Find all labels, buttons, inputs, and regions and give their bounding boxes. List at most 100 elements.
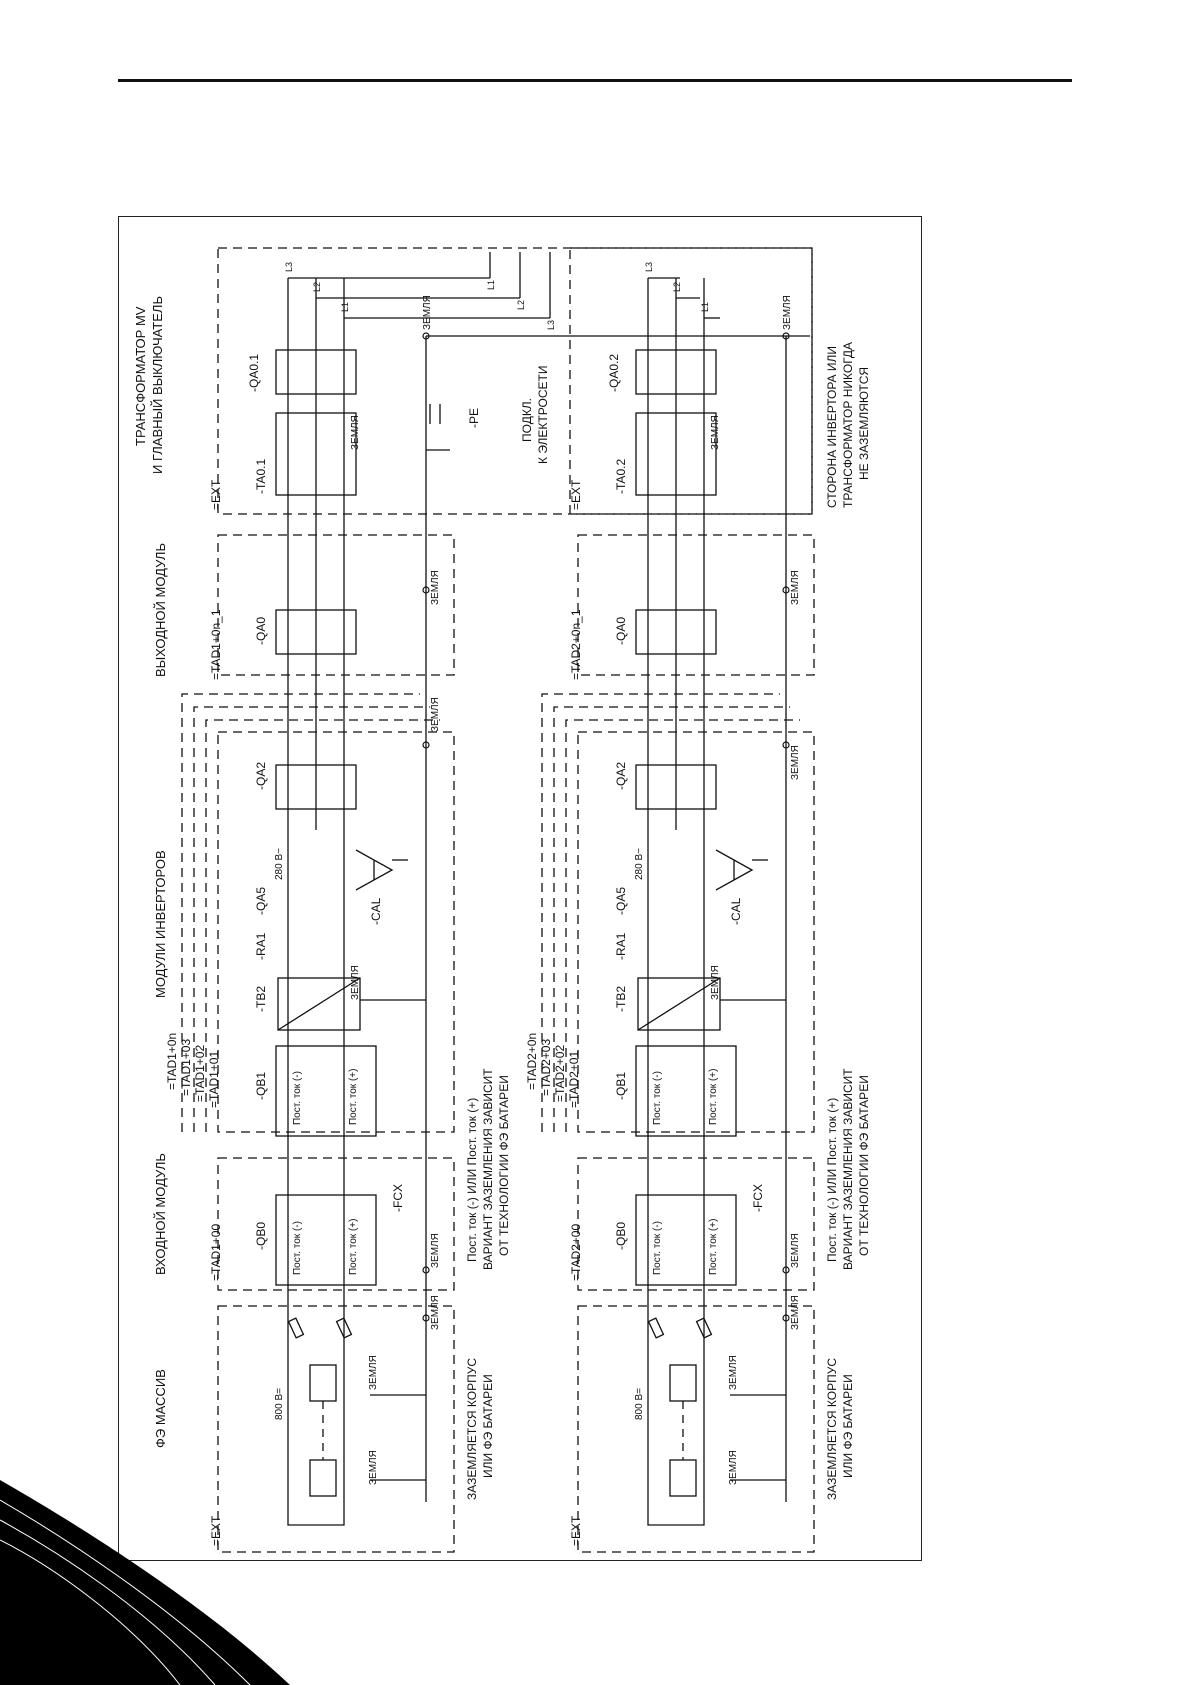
output-breaker-symbol [275, 609, 357, 655]
section-title-transformer-line1: ТРАНСФОРМАТОР MV [133, 306, 148, 446]
grid-phase-label: L1 [486, 280, 496, 290]
ground-label: ЗЕМЛЯ [782, 295, 793, 330]
v800-label: 800 В= [634, 1388, 645, 1420]
qb0-switch-box [275, 1194, 377, 1286]
ground-label: ЗЕМЛЯ [728, 1355, 739, 1390]
dc-minus-label: Пост. ток (-) [652, 1071, 663, 1125]
transformer-tag: -TA0.2 [614, 459, 628, 494]
dc-minus-label: Пост. ток (-) [652, 1221, 663, 1275]
inverter-tag: =TAD2+02 [553, 1045, 567, 1102]
grid-phase-label: L3 [546, 320, 556, 330]
ground-label: ЗЕМЛЯ [790, 745, 801, 780]
qa2-label: -QA2 [614, 762, 628, 790]
group-2-designators: -QB0 -QB1 -TB2 -RA1 -QA5 -QA2 -QA0 -CAL … [614, 617, 765, 1250]
inverter-tag: =TAD1+02 [193, 1045, 207, 1102]
ext-transformer-tag: =EXT [569, 479, 583, 510]
fcx-label: -FCX [391, 1184, 405, 1212]
ground-label: ЗЕМЛЯ [350, 415, 361, 450]
cal-label: -CAL [729, 897, 743, 925]
group-2-boxes [541, 247, 815, 1553]
qa0-label: -QA0 [614, 617, 628, 645]
phase-label: L3 [284, 262, 294, 272]
section-title-inverter-modules: МОДУЛИ ИНВЕРТОРОВ [153, 850, 168, 998]
ext-tag: =EXT [569, 1515, 583, 1546]
pv-panel-1 [309, 1364, 337, 1402]
dc-plus-label: Пост. ток (+) [348, 1069, 359, 1125]
cal-label: -CAL [369, 897, 383, 925]
group-2-tags: =EXT =TAD2+00 =TAD2+0n =TAD2+03 =TAD2+02… [525, 354, 628, 1546]
main-breaker-symbol [275, 349, 357, 395]
dc-minus-label: Пост. ток (-) [292, 1221, 303, 1275]
notes: ЗАЗЕМЛЯЕТСЯ КОРПУС ИЛИ ФЭ БАТАРЕИ ЗАЗЕМЛ… [465, 342, 871, 1500]
transformer-symbol [275, 412, 357, 496]
qa0-label: -QA0 [254, 617, 268, 645]
ground-label: ЗЕМЛЯ [710, 965, 721, 1000]
transformer-tag: -TA0.1 [254, 459, 268, 494]
group-2-symbols [635, 349, 768, 1497]
diagram-frame [118, 216, 922, 1561]
inverter-tag: =TAD1+0n [165, 1033, 179, 1090]
pv-note: ИЛИ ФЭ БАТАРЕИ [481, 1374, 495, 1478]
ra1-label: -RA1 [614, 932, 628, 960]
qa5-label: -QA5 [614, 887, 628, 915]
ext-tag: =EXT [209, 1515, 223, 1546]
output-module-tag: =TAD2+0n_1 [569, 609, 583, 680]
section-title-output-module: ВЫХОДНОЙ МОДУЛЬ [153, 543, 168, 677]
phase-label: L2 [312, 282, 322, 292]
inverter-breaker-symbol [275, 764, 357, 810]
ground-label: ЗЕМЛЯ [728, 1450, 739, 1485]
phase-label: L1 [340, 302, 350, 312]
ground-label: ЗЕМЛЯ [430, 1233, 441, 1268]
header-rule [118, 79, 1072, 82]
grid-phase-label: L2 [516, 300, 526, 310]
main-breaker-tag: -QA0.2 [607, 354, 621, 392]
dc-plus-label: Пост. ток (+) [348, 1219, 359, 1275]
ground-label: ЗЕМЛЯ [368, 1355, 379, 1390]
dc-grounding-note: ВАРИАНТ ЗАЗЕМЛЕНИЯ ЗАВИСИТ [841, 1068, 855, 1270]
phase-labels: L3 L2 L1 L3 L2 L1 L1 L2 L3 [284, 262, 710, 330]
ground-label: ЗЕМЛЯ [350, 965, 361, 1000]
group-1-conductors [287, 277, 810, 1526]
transformer-note: ТРАНСФОРМАТОР НИКОГДА [841, 342, 855, 508]
grid-connection-label: ПОДКЛ. [520, 398, 534, 442]
ground-label: ЗЕМЛЯ [430, 1295, 441, 1330]
fcx-label: -FCX [751, 1184, 765, 1212]
ground-label: ЗЕМЛЯ [790, 570, 801, 605]
qa5-label: -QA5 [254, 887, 268, 915]
transformer-note: НЕ ЗАЗЕМЛЯЮТСЯ [857, 367, 871, 480]
transformer-note: СТОРОНА ИНВЕРТОРА ИЛИ [825, 346, 839, 508]
input-module-tag: =TAD2+00 [569, 1224, 583, 1281]
ra1-label: -RA1 [254, 932, 268, 960]
phase-label: L1 [700, 302, 710, 312]
inverter-symbol [277, 977, 361, 1031]
grid-connection-label: К ЭЛЕКТРОСЕТИ [536, 366, 550, 464]
dc-grounding-note: ВАРИАНТ ЗАЗЕМЛЕНИЯ ЗАВИСИТ [481, 1068, 495, 1270]
phase-label: L3 [644, 262, 654, 272]
tb2-label: -TB2 [614, 986, 628, 1012]
inverter-tag: =TAD2+01 [567, 1051, 581, 1108]
qb1-switch-box [275, 1045, 377, 1137]
inverter-tag: =TAD2+03 [539, 1039, 553, 1096]
dc-grounding-note: ОТ ТЕХНОЛОГИИ ФЭ БАТАРЕИ [857, 1075, 871, 1256]
group-1-symbols [275, 349, 408, 1497]
tb2-label: -TB2 [254, 986, 268, 1012]
pv-note: ЗАЗЕМЛЯЕТСЯ КОРПУС [465, 1358, 479, 1500]
inverter-tag: =TAD2+0n [525, 1033, 539, 1090]
section-title-input-module: ВХОДНОЙ МОДУЛЬ [153, 1153, 168, 1275]
section-title-transformer-line2: И ГЛАВНЫЙ ВЫКЛЮЧАТЕЛЬ [150, 296, 165, 474]
qb0-label: -QB0 [254, 1222, 268, 1250]
pv-note: ИЛИ ФЭ БАТАРЕИ [841, 1374, 855, 1478]
qb1-label: -QB1 [254, 1072, 268, 1100]
ext-transformer-tag: =EXT [209, 479, 223, 510]
ground-label: ЗЕМЛЯ [422, 295, 433, 330]
section-titles: ФЭ МАССИВ ВХОДНОЙ МОДУЛЬ МОДУЛИ ИНВЕРТОР… [133, 296, 168, 1448]
ground-label: ЗЕМЛЯ [368, 1450, 379, 1485]
dc-plus-label: Пост. ток (+) [708, 1219, 719, 1275]
dc-minus-label: Пост. ток (-) [292, 1071, 303, 1125]
pv-note: ЗАЗЕМЛЯЕТСЯ КОРПУС [825, 1358, 839, 1500]
ground-label: ЗЕМЛЯ [430, 570, 441, 605]
output-module-tag: =TAD1+0n_1 [209, 609, 223, 680]
qa2-label: -QA2 [254, 762, 268, 790]
ground-label: ЗЕМЛЯ [710, 415, 721, 450]
